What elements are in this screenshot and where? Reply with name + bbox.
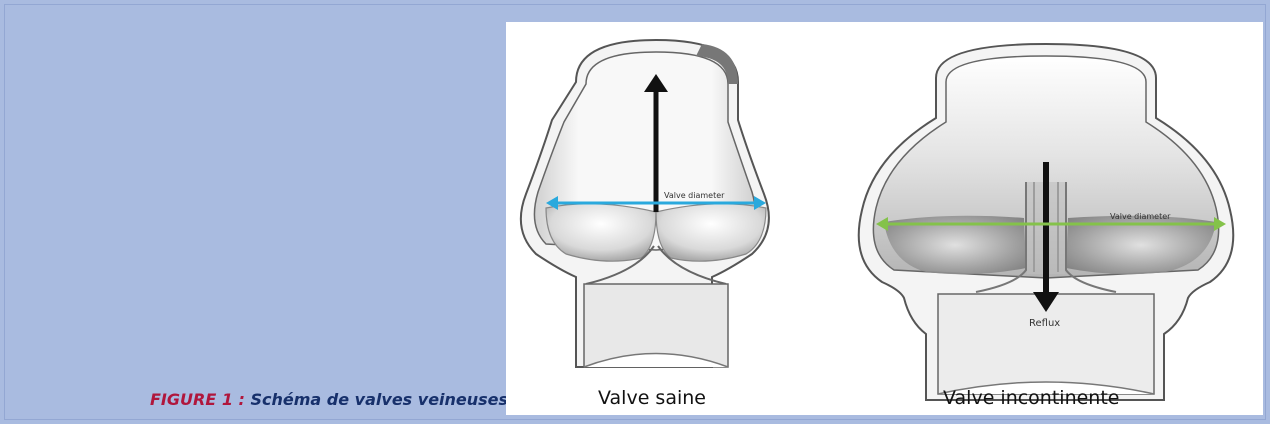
caption-label: FIGURE 1 : (150, 390, 245, 409)
incompetent-diameter-label: Valve diameter (1110, 212, 1171, 221)
caption-text: Schéma de valves veineuses. (245, 390, 514, 409)
healthy-valve-label: Valve saine (598, 387, 706, 409)
incompetent-valve-label: Valve incontinente (943, 387, 1120, 409)
healthy-diameter-label: Valve diameter (664, 191, 725, 200)
reflux-label: Reflux (1029, 318, 1060, 329)
incompetent-valve: Reflux Valve diameter (859, 44, 1234, 400)
valve-diagram-svg: Valve diameter Reflux Val (506, 22, 1263, 415)
valve-diagram-figure: Valve diameter Reflux Val (506, 22, 1263, 415)
figure-caption: FIGURE 1 : Schéma de valves veineuses. (150, 390, 514, 409)
healthy-valve: Valve diameter (521, 40, 769, 367)
